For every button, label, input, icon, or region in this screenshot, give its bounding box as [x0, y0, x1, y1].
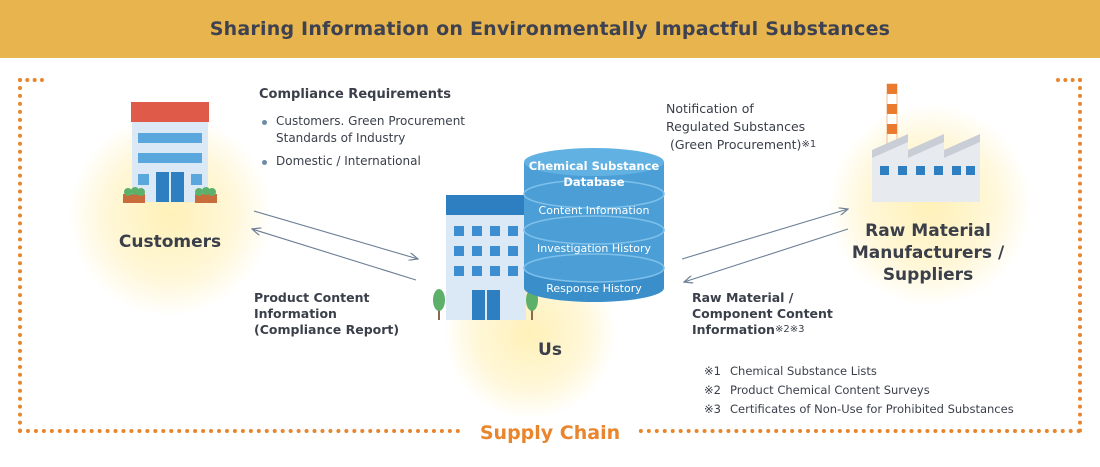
- compliance-list: Customers. Green Procurement Standards o…: [262, 113, 472, 176]
- frame-top-right-edge: [1056, 78, 1082, 82]
- product-content-line: Product Content: [254, 290, 370, 305]
- footnotes: ※1 Chemical Substance Lists ※2 Product Che…: [704, 362, 1014, 419]
- raw-material-content-text: Raw Material / Component Content Informa…: [692, 290, 872, 338]
- notification-line: Regulated Substances: [666, 119, 806, 134]
- notification-line: Notification of: [666, 101, 754, 116]
- footnote: ※2 Product Chemical Content Surveys: [704, 381, 1014, 400]
- footnote-text: Chemical Substance Lists: [730, 364, 877, 378]
- notification-line: (Green Procurement): [669, 137, 802, 152]
- factory-icon: [872, 83, 980, 202]
- notification-text: Notification of Regulated Substances (Gr…: [666, 100, 866, 154]
- raw-material-content-mark: ※2※3: [774, 324, 805, 335]
- arrow-customers-to-us: [253, 210, 418, 259]
- raw-material-content-last-line: Information※2※3: [692, 322, 872, 338]
- raw-material-label-line: Raw Material: [865, 221, 991, 241]
- supply-chain-label: Supply Chain: [462, 420, 638, 446]
- footnote-mark: ※2: [704, 383, 721, 397]
- db-title-line: Chemical Substance: [529, 159, 660, 173]
- raw-material-content-line: Information: [692, 322, 775, 337]
- us-label: Us: [538, 340, 562, 360]
- page-title: Sharing Information on Environmentally I…: [209, 18, 891, 40]
- arrow-us-to-suppliers: [681, 209, 848, 260]
- raw-material-label: Raw Material Manufacturers / Suppliers: [838, 220, 1018, 286]
- notification-mark: ※1: [801, 139, 817, 150]
- raw-material-content-line: Component Content: [692, 306, 833, 321]
- frame-top-left-edge: [18, 78, 44, 82]
- compliance-item: Domestic / International: [262, 153, 472, 170]
- footnote-mark: ※3: [704, 402, 721, 416]
- compliance-title: Compliance Requirements: [259, 87, 451, 102]
- chemical-database-icon: Chemical Substance Database Content Info…: [523, 148, 665, 302]
- arrow-us-to-customers: [252, 229, 417, 281]
- customers-label: Customers: [118, 232, 222, 252]
- us-building-icon: [433, 195, 538, 320]
- customers-building-icon: [123, 102, 217, 203]
- product-content-text: Product Content Information (Compliance …: [254, 290, 434, 338]
- raw-material-glow: [830, 105, 1030, 305]
- db-title-line: Database: [563, 175, 624, 189]
- raw-material-label-line: Suppliers: [882, 265, 974, 285]
- db-layer-content: Content Information: [539, 204, 650, 217]
- footnote-text: Product Chemical Content Surveys: [730, 383, 930, 397]
- compliance-item: Customers. Green Procurement Standards o…: [262, 113, 472, 147]
- raw-material-label-line: Manufacturers /: [851, 243, 1005, 263]
- footnote: ※3 Certificates of Non-Use for Prohibited…: [704, 400, 1014, 419]
- db-layer-response: Response History: [546, 282, 642, 295]
- footnote: ※1 Chemical Substance Lists: [704, 362, 1014, 381]
- header-banner: Sharing Information on Environmentally I…: [0, 0, 1100, 58]
- product-content-line: Information: [254, 306, 337, 321]
- footnote-mark: ※1: [704, 364, 721, 378]
- footnote-text: Certificates of Non-Use for Prohibited S…: [730, 402, 1014, 416]
- product-content-line: (Compliance Report): [254, 322, 400, 337]
- arrow-suppliers-to-us: [684, 228, 849, 282]
- db-layer-investigation: Investigation History: [537, 242, 652, 255]
- notification-last-line: (Green Procurement)※1: [666, 136, 866, 154]
- raw-material-content-line: Raw Material /: [692, 290, 794, 305]
